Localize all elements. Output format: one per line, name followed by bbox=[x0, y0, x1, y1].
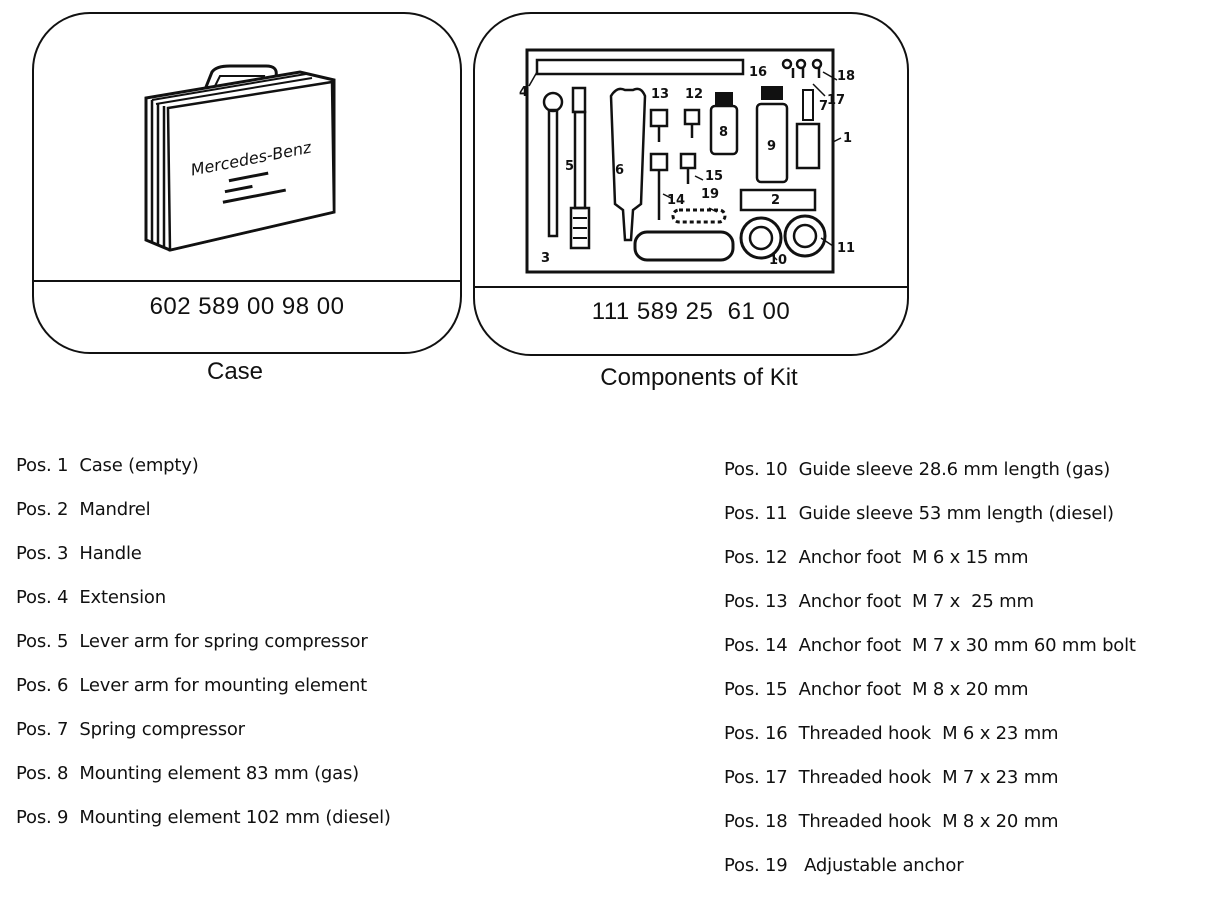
pos-description: Guide sleeve 28.6 mm length (gas) bbox=[798, 459, 1111, 480]
kit-illustration: 1 2 3 4 5 6 7 8 9 10 11 12 13 14 15 16 1… bbox=[519, 48, 855, 274]
pos-description: Lever arm for spring compressor bbox=[79, 631, 368, 652]
pos-number: Pos. 14 bbox=[724, 635, 788, 656]
case-panel: Mercedes-Benz 602 589 00 98 00 bbox=[32, 12, 462, 354]
pos-number: Pos. 16 bbox=[724, 723, 788, 744]
list-item: Pos. 7 Spring compressor bbox=[16, 718, 391, 762]
callout-7: 7 bbox=[819, 99, 828, 114]
pos-number: Pos. 15 bbox=[724, 679, 788, 700]
mounting-element-102-shape bbox=[755, 102, 789, 184]
handle-shape bbox=[547, 108, 559, 238]
callout-2: 2 bbox=[771, 193, 780, 208]
extension-shape bbox=[535, 58, 745, 76]
pos-number: Pos. 12 bbox=[724, 547, 788, 568]
adjustable-anchor-shape bbox=[671, 208, 727, 224]
pos-number: Pos. 3 bbox=[16, 543, 69, 564]
pos-number: Pos. 18 bbox=[724, 811, 788, 832]
callout-3: 3 bbox=[541, 251, 550, 266]
mandrel-shape bbox=[739, 188, 817, 212]
callout-5: 5 bbox=[565, 159, 574, 174]
kit-divider bbox=[475, 286, 907, 288]
callout-4: 4 bbox=[519, 85, 528, 100]
spring-compressor-shape bbox=[795, 122, 821, 170]
pos-description: Handle bbox=[79, 543, 142, 564]
pos-description: Threaded hook M 7 x 23 mm bbox=[798, 767, 1059, 788]
callout-10: 10 bbox=[769, 253, 787, 268]
pos-number: Pos. 6 bbox=[16, 675, 69, 696]
list-item: Pos. 14 Anchor foot M 7 x 30 mm 60 mm bo… bbox=[724, 634, 1136, 678]
list-item: Pos. 4 Extension bbox=[16, 586, 391, 630]
list-item: Pos. 5 Lever arm for spring compressor bbox=[16, 630, 391, 674]
callout-11: 11 bbox=[837, 241, 855, 256]
pos-description: Threaded hook M 8 x 20 mm bbox=[798, 811, 1059, 832]
list-item: Pos. 18 Threaded hook M 8 x 20 mm bbox=[724, 810, 1136, 854]
pos-description: Mounting element 102 mm (diesel) bbox=[79, 807, 391, 828]
guide-sleeve-diesel-shape bbox=[783, 214, 827, 258]
pos-number: Pos. 1 bbox=[16, 455, 69, 476]
list-item: Pos. 11 Guide sleeve 53 mm length (diese… bbox=[724, 502, 1136, 546]
pos-description: Guide sleeve 53 mm length (diesel) bbox=[798, 503, 1114, 524]
pos-number: Pos. 7 bbox=[16, 719, 69, 740]
case-part-number: 602 589 00 98 00 bbox=[149, 293, 345, 320]
callout-1: 1 bbox=[843, 131, 852, 146]
callout-12: 12 bbox=[685, 87, 703, 102]
list-item: Pos. 8 Mounting element 83 mm (gas) bbox=[16, 762, 391, 806]
pos-number: Pos. 8 bbox=[16, 763, 69, 784]
callout-15: 15 bbox=[705, 169, 723, 184]
pos-number: Pos. 13 bbox=[724, 591, 788, 612]
pos-number: Pos. 11 bbox=[724, 503, 788, 524]
callout-19: 19 bbox=[701, 187, 719, 202]
lever-arm-mounting-shape bbox=[609, 87, 647, 242]
pos-description: Mounting element 83 mm (gas) bbox=[79, 763, 359, 784]
pos-description: Mandrel bbox=[79, 499, 151, 520]
pos-description: Adjustable anchor bbox=[798, 855, 964, 876]
callout-16: 16 bbox=[749, 65, 767, 80]
pos-description: Extension bbox=[79, 587, 166, 608]
pos-description: Case (empty) bbox=[79, 455, 199, 476]
pos-number: Pos. 5 bbox=[16, 631, 69, 652]
callout-8: 8 bbox=[719, 125, 728, 140]
guide-sleeve-gas-shape bbox=[739, 216, 783, 260]
list-item: Pos. 9 Mounting element 102 mm (diesel) bbox=[16, 806, 391, 850]
list-item: Pos. 19 Adjustable anchor bbox=[724, 854, 1136, 898]
list-item: Pos. 1 Case (empty) bbox=[16, 454, 391, 498]
list-item: Pos. 10 Guide sleeve 28.6 mm length (gas… bbox=[724, 458, 1136, 502]
case-caption: Case bbox=[206, 358, 264, 385]
pos-number: Pos. 17 bbox=[724, 767, 788, 788]
pos-description: Anchor foot M 6 x 15 mm bbox=[798, 547, 1029, 568]
pos-description: Lever arm for mounting element bbox=[79, 675, 368, 696]
position-list-left: Pos. 1 Case (empty) Pos. 2 Mandrel Pos. … bbox=[16, 454, 391, 850]
pos-number: Pos. 10 bbox=[724, 459, 788, 480]
pos-number: Pos. 9 bbox=[16, 807, 69, 828]
list-item: Pos. 16 Threaded hook M 6 x 23 mm bbox=[724, 722, 1136, 766]
list-item: Pos. 3 Handle bbox=[16, 542, 391, 586]
pos-number: Pos. 19 bbox=[724, 855, 788, 876]
pos-description: Anchor foot M 7 x 30 mm 60 mm bolt bbox=[798, 635, 1136, 656]
pos-description: Threaded hook M 6 x 23 mm bbox=[798, 723, 1059, 744]
kit-caption: Components of Kit bbox=[600, 364, 798, 391]
pos-number: Pos. 4 bbox=[16, 587, 69, 608]
callout-14: 14 bbox=[667, 193, 685, 208]
list-item: Pos. 6 Lever arm for mounting element bbox=[16, 674, 391, 718]
list-item: Pos. 13 Anchor foot M 7 x 25 mm bbox=[724, 590, 1136, 634]
pos-description: Anchor foot M 8 x 20 mm bbox=[798, 679, 1029, 700]
kit-tray bbox=[525, 48, 835, 274]
pos-number: Pos. 2 bbox=[16, 499, 69, 520]
case-illustration: Mercedes-Benz bbox=[144, 64, 336, 252]
lever-arm-spring-shape bbox=[573, 110, 587, 210]
pos-description: Anchor foot M 7 x 25 mm bbox=[798, 591, 1034, 612]
list-item: Pos. 17 Threaded hook M 7 x 23 mm bbox=[724, 766, 1136, 810]
callout-17: 17 bbox=[827, 93, 845, 108]
list-item: Pos. 2 Mandrel bbox=[16, 498, 391, 542]
pos-description: Spring compressor bbox=[79, 719, 245, 740]
callout-18: 18 bbox=[837, 69, 855, 84]
case-divider bbox=[34, 280, 460, 282]
list-item: Pos. 15 Anchor foot M 8 x 20 mm bbox=[724, 678, 1136, 722]
callout-13: 13 bbox=[651, 87, 669, 102]
kit-part-number: 111 589 25 61 00 bbox=[591, 298, 791, 325]
list-item: Pos. 12 Anchor foot M 6 x 15 mm bbox=[724, 546, 1136, 590]
position-list-right: Pos. 10 Guide sleeve 28.6 mm length (gas… bbox=[724, 458, 1136, 898]
kit-panel: 1 2 3 4 5 6 7 8 9 10 11 12 13 14 15 16 1… bbox=[473, 12, 909, 356]
callout-9: 9 bbox=[767, 139, 776, 154]
callout-6: 6 bbox=[615, 163, 624, 178]
